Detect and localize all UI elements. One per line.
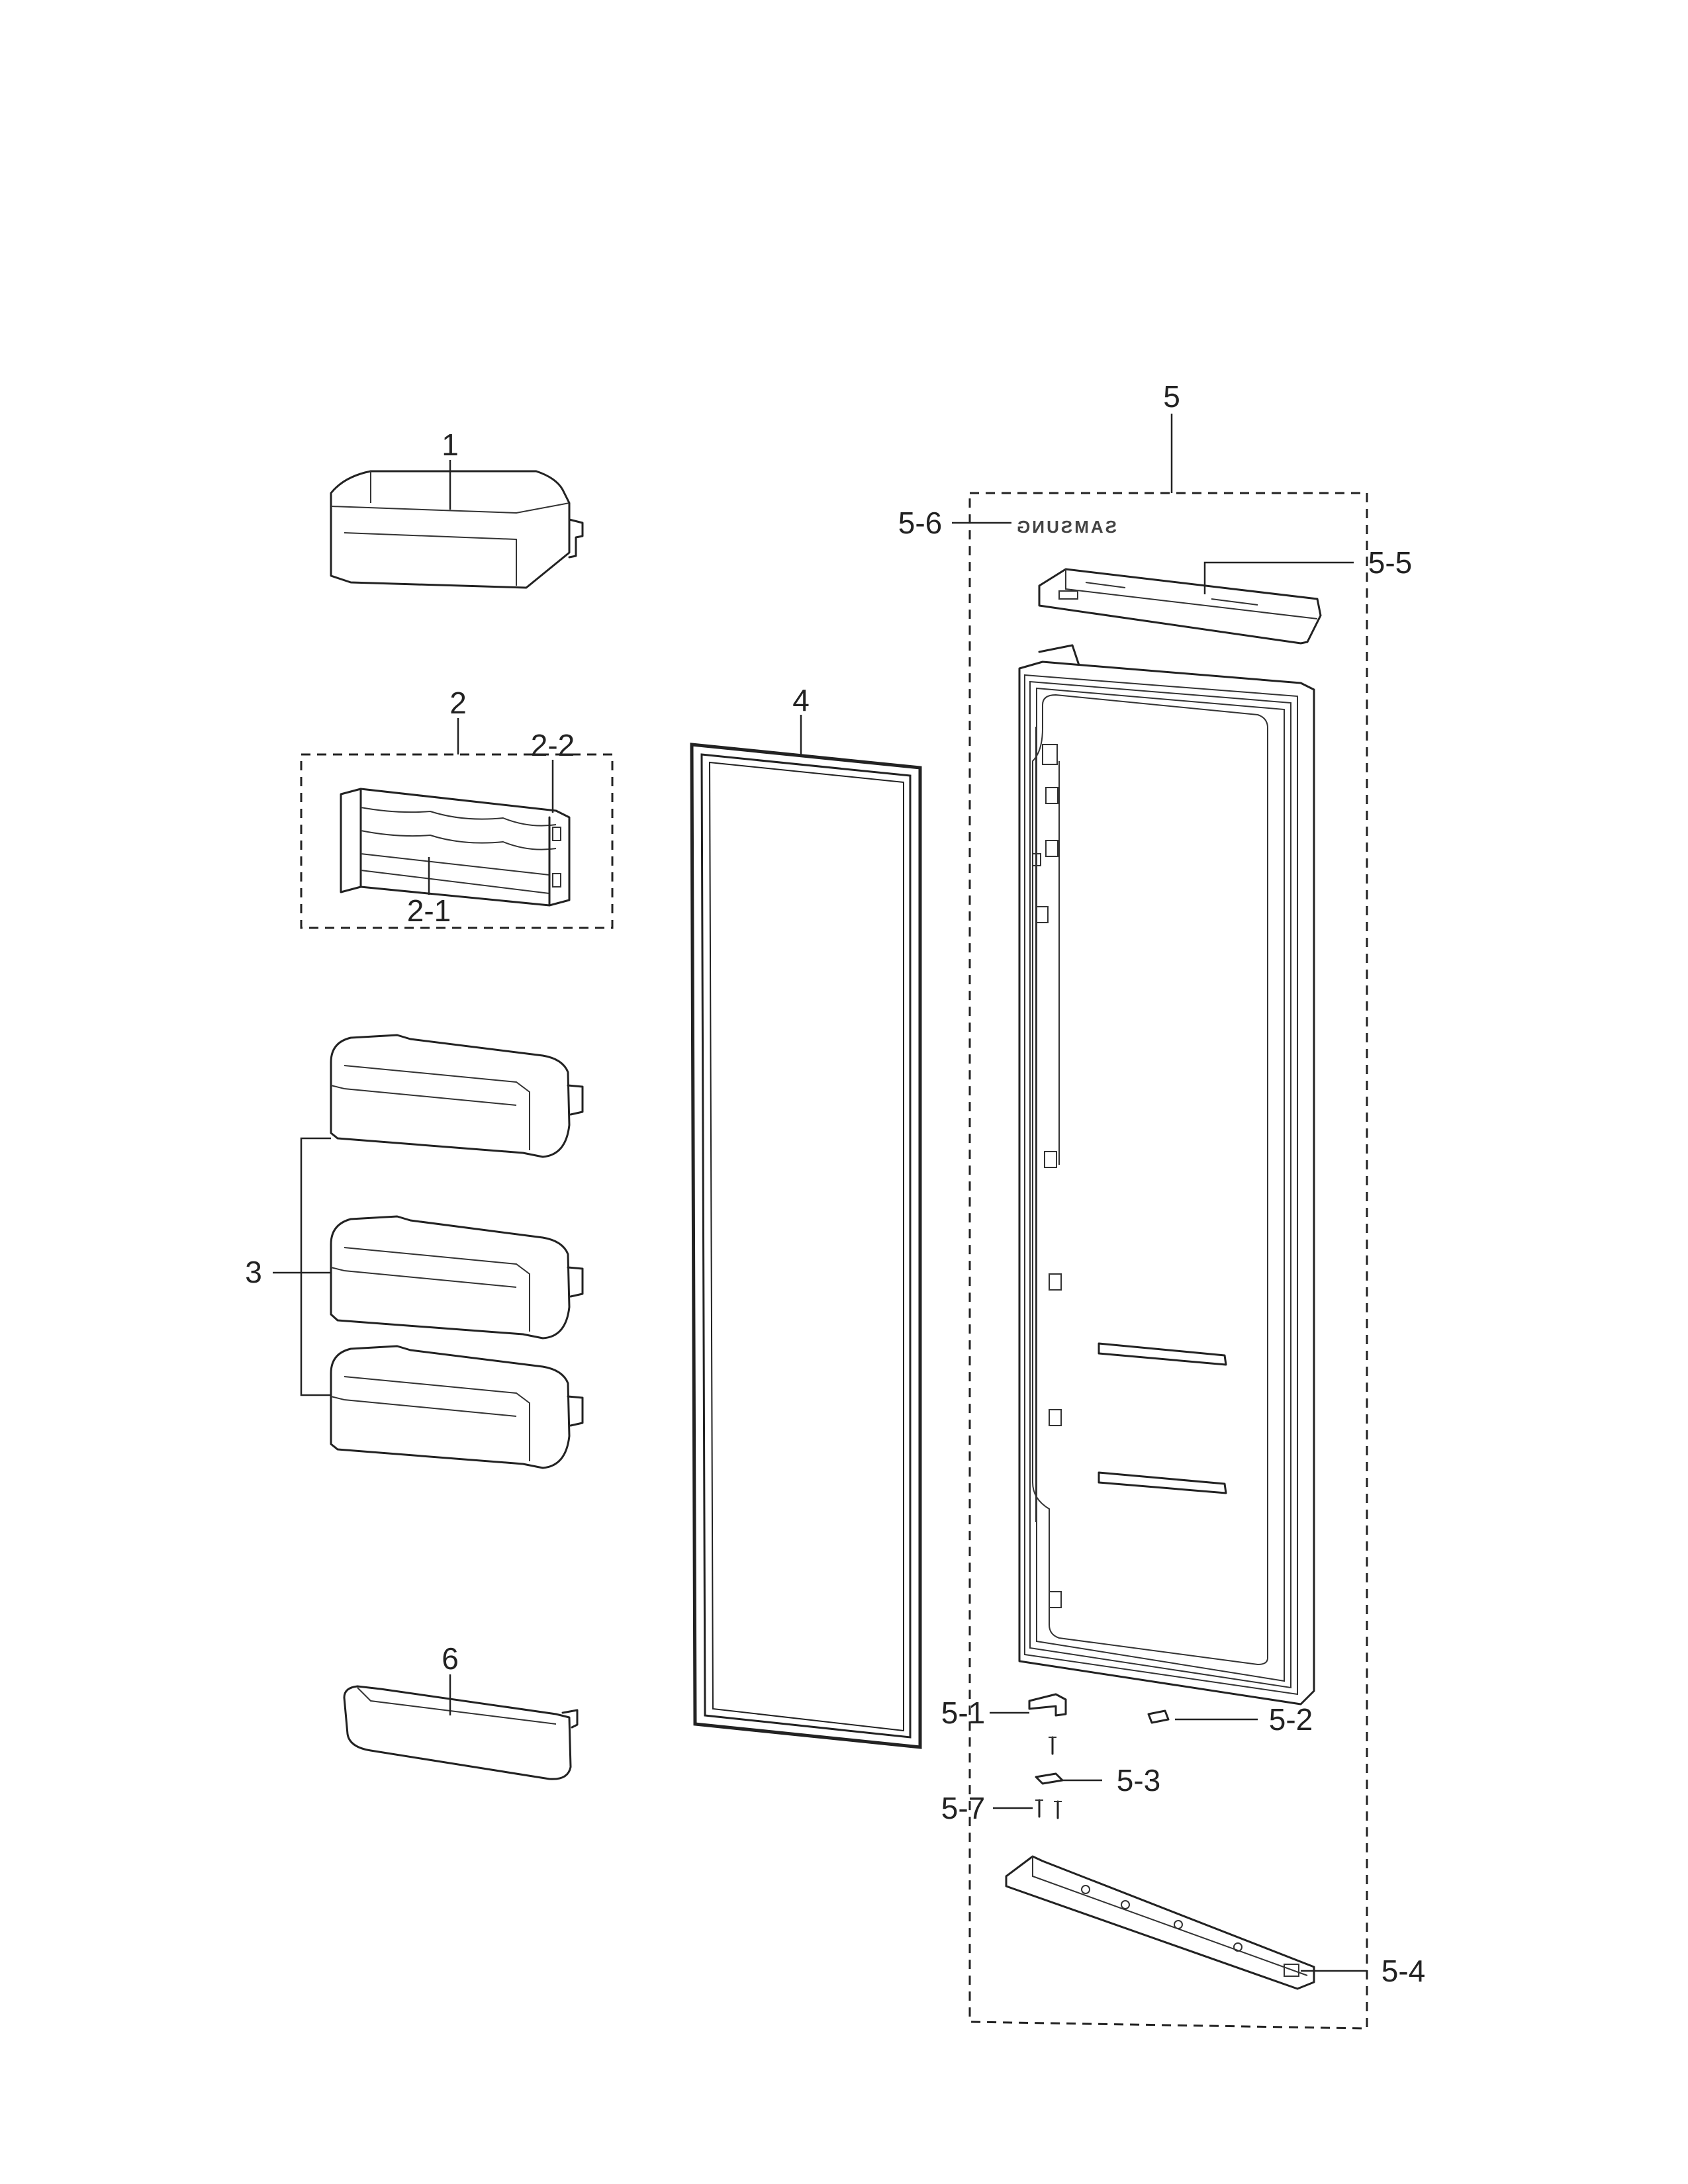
part-4-door-gasket bbox=[690, 743, 922, 1749]
callout-5-5: 5-5 bbox=[1368, 545, 1412, 580]
part-1-door-bin-cover bbox=[330, 470, 584, 589]
hinge-screw bbox=[1049, 1736, 1056, 1755]
callout-1: 1 bbox=[442, 428, 459, 462]
callout-2-1: 2-1 bbox=[407, 893, 451, 928]
callout-4: 4 bbox=[792, 683, 810, 717]
callout-2-2: 2-2 bbox=[531, 728, 575, 762]
part-5-1-hinge-bracket bbox=[1028, 1693, 1067, 1717]
callout-3: 3 bbox=[245, 1255, 262, 1289]
door-guard-middle bbox=[330, 1215, 584, 1340]
part-5-5-top-cap bbox=[1038, 568, 1322, 645]
part-6-bottom-guard bbox=[343, 1685, 579, 1780]
part-5-4-bottom-cap bbox=[1005, 1855, 1315, 1990]
part-2-rack-shelf bbox=[340, 788, 571, 907]
callout-5-1: 5-1 bbox=[941, 1696, 985, 1730]
leader-5-5 bbox=[1203, 561, 1354, 594]
callout-5-2: 5-2 bbox=[1269, 1702, 1313, 1737]
part-5-7-screws bbox=[1035, 1799, 1062, 1819]
door-guard-top bbox=[330, 1034, 584, 1158]
part-5-door-liner bbox=[1018, 644, 1315, 1706]
callout-5-3: 5-3 bbox=[1117, 1763, 1160, 1797]
door-guard-bottom bbox=[330, 1345, 584, 1469]
group-2-boundary bbox=[300, 753, 614, 929]
part-5-2-block bbox=[1147, 1709, 1170, 1724]
part-3-door-guards bbox=[330, 1034, 584, 1469]
callout-5-6: 5-6 bbox=[898, 506, 942, 540]
brand-emblem: SAMSUNG bbox=[1015, 517, 1117, 537]
callout-5-4: 5-4 bbox=[1382, 1954, 1425, 1988]
callout-5: 5 bbox=[1163, 379, 1180, 414]
callout-5-7: 5-7 bbox=[941, 1791, 985, 1825]
leader-3-bracket bbox=[273, 1137, 331, 1396]
part-5-3-washer bbox=[1035, 1772, 1064, 1785]
callout-6: 6 bbox=[442, 1641, 459, 1676]
callout-2: 2 bbox=[449, 686, 467, 720]
part-5-6-emblem: SAMSUNG bbox=[1015, 517, 1117, 537]
